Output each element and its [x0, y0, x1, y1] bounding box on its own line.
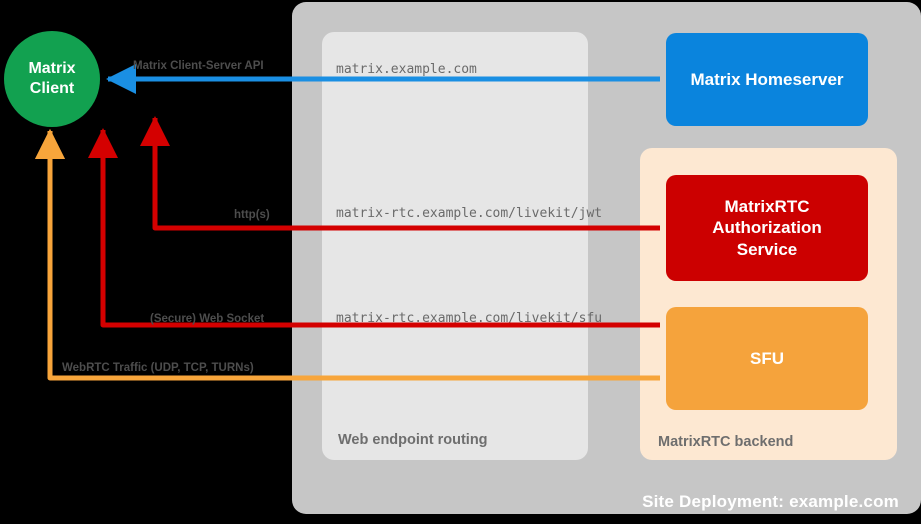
matrix-client-label-line2: Client — [29, 80, 75, 97]
endpoint-livekit-sfu: matrix-rtc.example.com/livekit/sfu — [336, 311, 603, 326]
endpoint-matrix-example-com: matrix.example.com — [336, 62, 477, 77]
sfu-node[interactable]: SFU — [666, 307, 868, 410]
web-endpoint-routing-box: Web endpoint routing — [322, 32, 588, 460]
flow-label-webrtc-traffic: WebRTC Traffic (UDP, TCP, TURNs) — [62, 362, 254, 374]
authservice-label-line2: Authorization — [712, 218, 822, 238]
flow-line-http-s — [140, 115, 660, 231]
web-endpoint-routing-label: Web endpoint routing — [338, 432, 488, 448]
matrixrtc-backend-label: MatrixRTC backend — [658, 434, 794, 450]
flow-label-secure-web-socket: (Secure) Web Socket — [150, 313, 265, 325]
matrix-client-label: Matrix Client — [28, 59, 75, 99]
flow-label-matrix-client-server-api: Matrix Client-Server API — [133, 60, 264, 72]
authservice-label-line3: Service — [736, 239, 798, 259]
flow-line-webrtc-traffic — [35, 128, 660, 381]
endpoint-livekit-jwt: matrix-rtc.example.com/livekit/jwt — [336, 206, 603, 221]
matrix-homeserver-label: Matrix Homeserver — [690, 69, 844, 89]
authservice-label-line1: MatrixRTC — [724, 196, 810, 216]
matrix-client-node[interactable]: Matrix Client — [4, 31, 100, 127]
matrixrtc-authorization-service-label: MatrixRTC Authorization Service — [712, 196, 822, 260]
flow-label-http-s: http(s) — [234, 209, 270, 221]
site-deployment-title: Site Deployment: example.com — [642, 492, 899, 511]
flow-line-secure-web-socket — [88, 127, 660, 328]
matrix-homeserver-node[interactable]: Matrix Homeserver — [666, 33, 868, 126]
sfu-label: SFU — [750, 348, 784, 368]
matrix-client-label-line1: Matrix — [28, 60, 76, 77]
matrixrtc-authorization-service-node[interactable]: MatrixRTC Authorization Service — [666, 175, 868, 281]
